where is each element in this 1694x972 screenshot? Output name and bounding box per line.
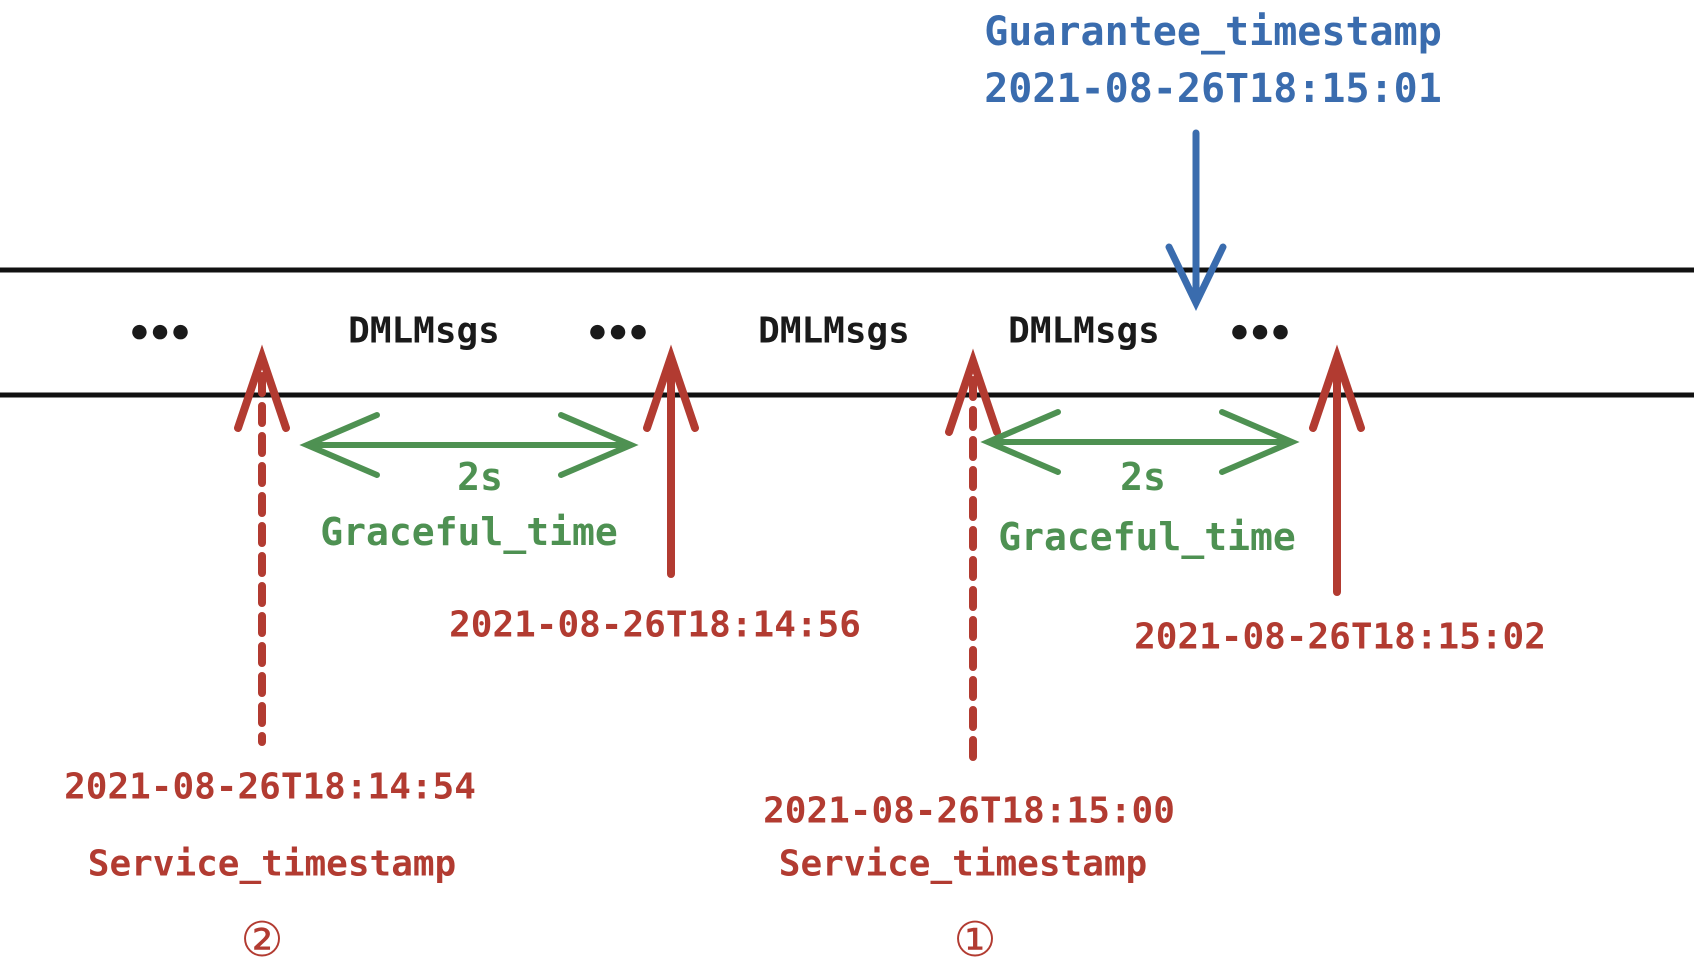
searched-timestamp-right: 2021-08-26T18:15:02 — [1134, 616, 1546, 658]
service-timestamp-value-2: 2021-08-26T18:14:54 — [64, 766, 476, 808]
graceful-duration-left: 2s — [457, 455, 503, 499]
stream-ellipsis-icon: ●●● — [589, 320, 651, 342]
stream-dmlmsgs-label: DMLMsgs — [758, 310, 910, 352]
guarantee-timestamp-block: Guarantee_timestamp 2021-08-26T18:15:01 — [984, 4, 1442, 118]
searched-timestamp-left: 2021-08-26T18:14:56 — [449, 604, 861, 646]
graceful-label-right: Graceful_time — [998, 515, 1296, 559]
stream-ellipsis-icon: ●●● — [131, 320, 193, 342]
circled-2-marker: ② — [240, 912, 284, 968]
service-timestamp-label-1: Service_timestamp — [778, 843, 1148, 885]
searched-message-arrow-left — [643, 344, 699, 578]
service-timestamp-value-1: 2021-08-26T18:15:00 — [763, 790, 1175, 832]
guarantee-timestamp-arrow — [1165, 129, 1227, 312]
guarantee-timestamp-value: 2021-08-26T18:15:01 — [984, 66, 1442, 112]
service-timestamp-label-2: Service_timestamp — [87, 843, 457, 885]
graceful-time-span-left — [299, 412, 639, 478]
searched-message-arrow-right — [1309, 344, 1365, 596]
stream-dmlmsgs-label: DMLMsgs — [348, 310, 500, 352]
stream-dmlmsgs-label: DMLMsgs — [1008, 310, 1160, 352]
graceful-time-span-right — [980, 409, 1300, 475]
service-timestamp-arrow-2 — [234, 344, 290, 746]
graceful-label-left: Graceful_time — [320, 510, 618, 554]
stream-ellipsis-icon: ●●● — [1231, 320, 1293, 342]
graceful-duration-right: 2s — [1120, 455, 1166, 499]
service-timestamp-arrow-1 — [945, 348, 1001, 762]
guarantee-timestamp-label: Guarantee_timestamp — [984, 9, 1442, 55]
circled-1-marker: ① — [953, 912, 997, 968]
